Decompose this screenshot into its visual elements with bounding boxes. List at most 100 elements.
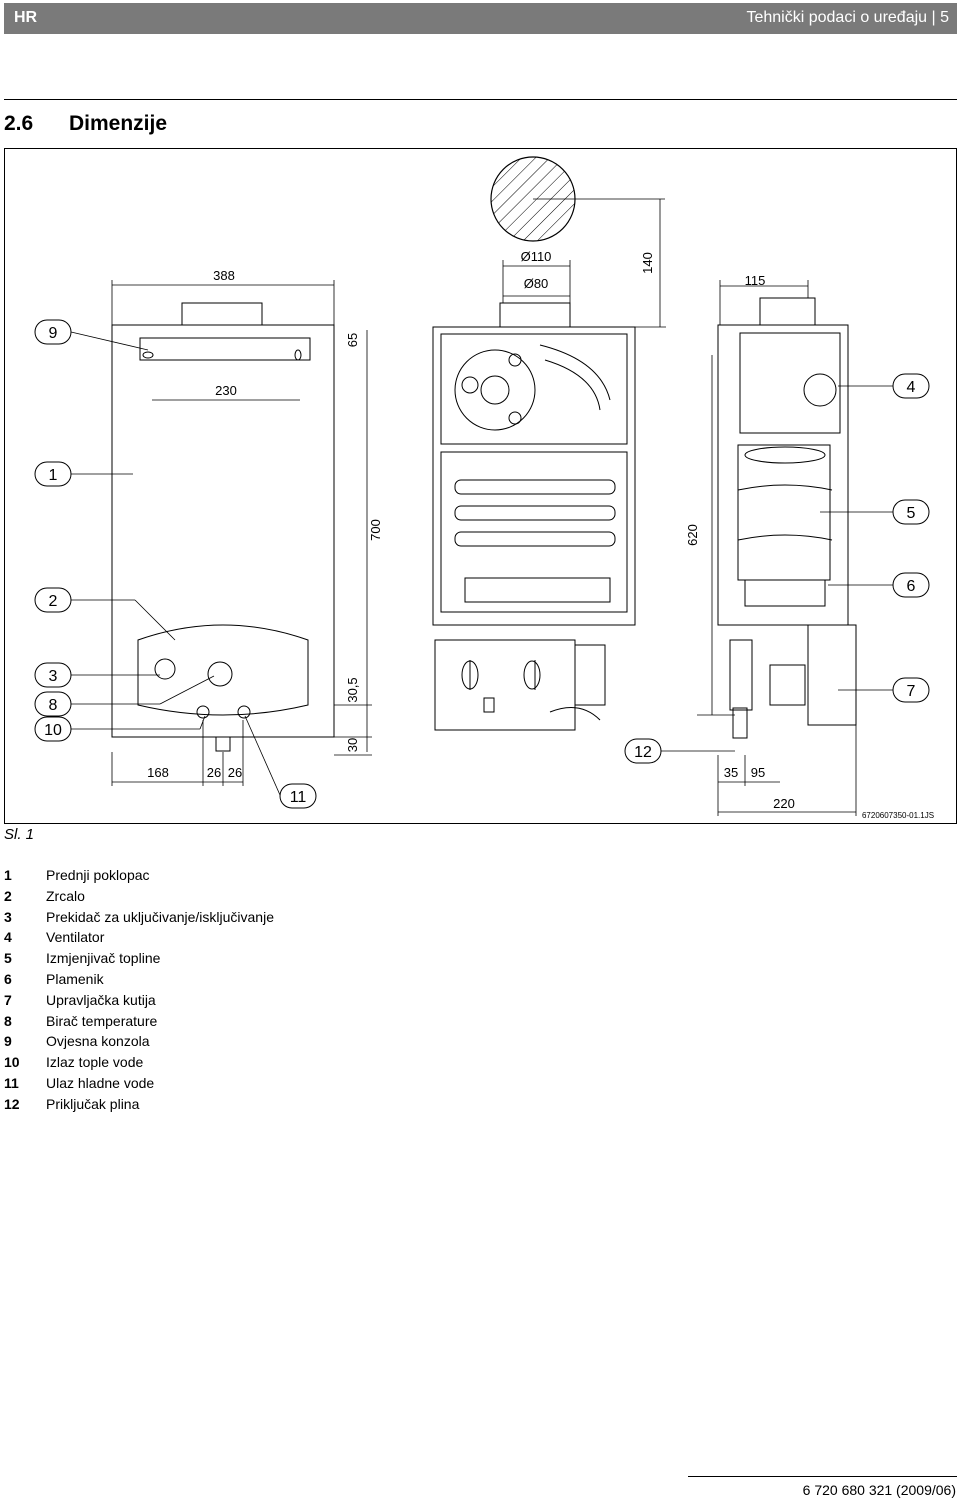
inner-frame xyxy=(432,326,636,626)
legend-num: 12 xyxy=(4,1095,20,1112)
legend-num: 8 xyxy=(4,1012,12,1029)
legend-item: 4 Ventilator xyxy=(4,927,274,948)
callout-10-label: 10 xyxy=(44,722,62,739)
callout-7: 7 xyxy=(892,677,930,703)
dimension-drawing: 388 230 65 700 30,5 30 168 26 26 xyxy=(34,156,934,820)
callout-5: 5 xyxy=(892,499,930,525)
callout-1: 1 xyxy=(34,461,72,487)
legend-num: 9 xyxy=(4,1033,12,1050)
dim-168: 168 xyxy=(147,765,169,780)
dim-115: 115 xyxy=(745,273,766,288)
legend-item: 8 Birač temperature xyxy=(4,1011,274,1032)
callout-12-label: 12 xyxy=(634,744,652,761)
legend-item: 12 Priključak plina xyxy=(4,1094,274,1115)
legend-text: Plamenik xyxy=(46,970,104,987)
figure-code: 6720607350-01.1JS xyxy=(862,811,934,820)
callout-7-label: 7 xyxy=(907,683,916,700)
dim-30-5: 30,5 xyxy=(345,677,360,702)
dim-flue-110: Ø110 xyxy=(521,249,552,264)
legend-text: Zrcalo xyxy=(46,887,85,904)
header-language: HR xyxy=(14,9,38,26)
legend-item: 11 Ulaz hladne vode xyxy=(4,1073,274,1094)
wall-bracket-front xyxy=(181,302,263,326)
legend-text: Izlaz tople vode xyxy=(46,1054,144,1071)
side-view xyxy=(717,297,857,739)
legend-text: Ulaz hladne vode xyxy=(46,1074,155,1091)
dim-220: 220 xyxy=(773,796,795,811)
legend-num: 5 xyxy=(4,950,12,967)
legend-item: 1 Prednji poklopac xyxy=(4,865,274,886)
dim-388: 388 xyxy=(213,268,235,283)
dim-35: 35 xyxy=(724,765,738,780)
header-title: Tehnički podaci o uređaju | 5 xyxy=(746,9,949,26)
dim-700: 700 xyxy=(368,519,383,541)
legend-num: 11 xyxy=(4,1074,19,1091)
callout-9-label: 9 xyxy=(49,325,58,342)
section-number: 2.6 xyxy=(4,112,34,135)
callout-4-label: 4 xyxy=(907,379,916,396)
legend-text: Prekidač za uključivanje/isključivanje xyxy=(46,908,274,925)
hanging-bracket-slot xyxy=(139,337,311,361)
legend-text: Ventilator xyxy=(46,929,105,946)
on-off-knob xyxy=(154,658,176,680)
control-box-side xyxy=(807,624,857,726)
legend-text: Izmjenjivač topline xyxy=(46,950,161,967)
dim-26-a: 26 xyxy=(207,765,221,780)
legend-text: Priključak plina xyxy=(46,1095,140,1112)
center-view xyxy=(432,302,636,731)
callout-12: 12 xyxy=(624,738,662,764)
callout-8: 8 xyxy=(34,691,72,717)
callout-6: 6 xyxy=(892,572,930,598)
section-rule xyxy=(4,99,957,100)
legend-text: Birač temperature xyxy=(46,1012,158,1029)
callout-10: 10 xyxy=(34,716,72,742)
callout-6-label: 6 xyxy=(907,578,916,595)
temperature-knob xyxy=(207,661,233,687)
legend-text: Upravljačka kutija xyxy=(46,991,156,1008)
legend-item: 3 Prekidač za uključivanje/isključivanje xyxy=(4,907,274,928)
figure-caption: Sl. 1 xyxy=(4,826,35,843)
front-view xyxy=(111,302,335,752)
dim-26-b: 26 xyxy=(228,765,242,780)
legend-num: 6 xyxy=(4,970,12,987)
callout-5-label: 5 xyxy=(907,505,916,522)
legend-item: 9 Ovjesna konzola xyxy=(4,1031,274,1052)
footer-doc-number: 6 720 680 321 (2009/06) xyxy=(802,1482,956,1498)
legend-item: 7 Upravljačka kutija xyxy=(4,990,274,1011)
control-panel-outline xyxy=(137,624,309,716)
legend-num: 3 xyxy=(4,908,12,925)
callout-8-label: 8 xyxy=(49,697,58,714)
legend-item: 10 Izlaz tople vode xyxy=(4,1052,274,1073)
callout-2-label: 2 xyxy=(49,593,58,610)
legend-item: 2 Zrcalo xyxy=(4,886,274,907)
dimension-figure: 388 230 65 700 30,5 30 168 26 26 xyxy=(4,148,957,824)
callout-11-label: 11 xyxy=(290,789,307,806)
callout-3: 3 xyxy=(34,662,72,688)
legend-text: Ovjesna konzola xyxy=(46,1033,150,1050)
callout-1-label: 1 xyxy=(49,467,58,484)
control-box-front xyxy=(434,639,576,731)
dim-620: 620 xyxy=(685,524,700,546)
legend-text: Prednji poklopac xyxy=(46,867,150,883)
heat-exchanger-side xyxy=(737,444,831,581)
footer-rule xyxy=(688,1476,957,1477)
callout-9: 9 xyxy=(34,319,72,345)
legend-num: 10 xyxy=(4,1054,20,1071)
callout-4: 4 xyxy=(892,373,930,399)
section-title: Dimenzije xyxy=(69,112,168,135)
callout-11: 11 xyxy=(279,783,317,809)
front-cover-outline xyxy=(111,324,335,738)
dim-230: 230 xyxy=(215,383,237,398)
callout-3-label: 3 xyxy=(49,668,58,685)
legend-num: 7 xyxy=(4,991,12,1008)
legend-num: 1 xyxy=(4,867,12,883)
legend-num: 2 xyxy=(4,887,12,904)
dim-140: 140 xyxy=(640,252,655,274)
fan-housing xyxy=(454,349,536,431)
callout-2: 2 xyxy=(34,587,72,613)
legend-num: 4 xyxy=(4,929,12,946)
legend-item: 6 Plamenik xyxy=(4,969,274,990)
legend-list: 1 Prednji poklopac 2 Zrcalo 3 Prekidač za u… xyxy=(4,865,274,1115)
page-header-bar: HR Tehnički podaci o uređaju | 5 xyxy=(4,3,957,34)
dim-95: 95 xyxy=(751,765,765,780)
